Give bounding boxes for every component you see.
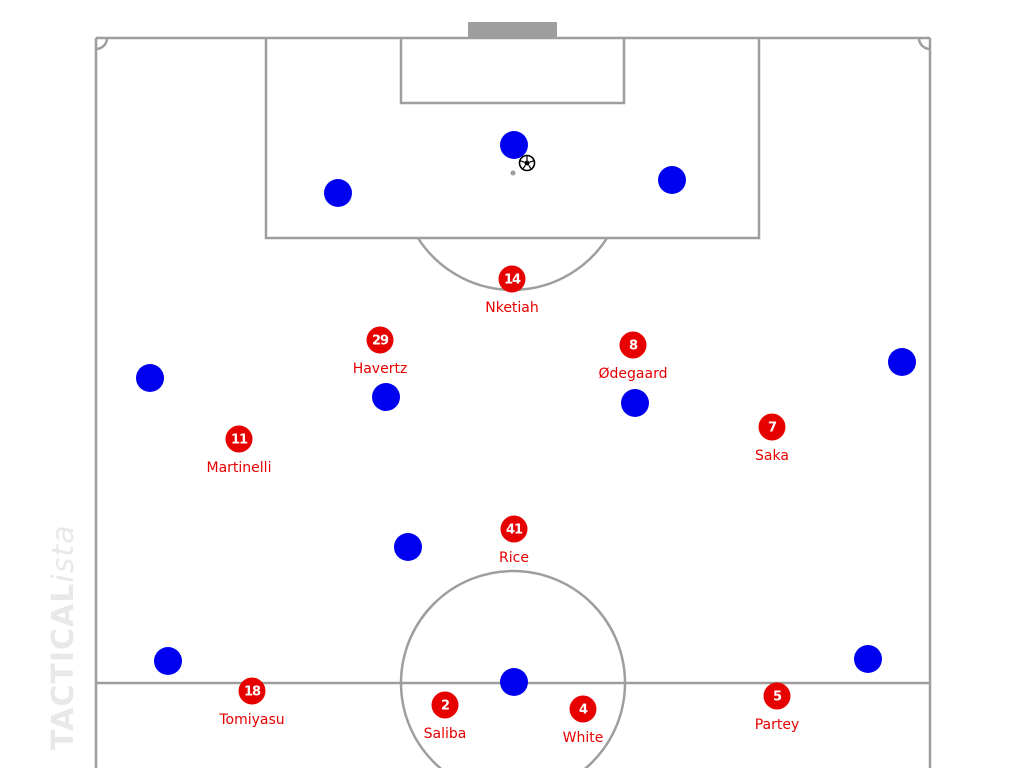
home-player-number: 7 xyxy=(768,421,777,436)
penalty-spot xyxy=(510,170,516,176)
away-player-marker xyxy=(394,533,422,561)
home-player-name: Nketiah xyxy=(485,300,539,316)
home-player-name: Havertz xyxy=(353,361,408,377)
home-player-marker xyxy=(758,413,786,441)
goal-area xyxy=(399,38,626,105)
home-player-name: Saliba xyxy=(424,726,467,742)
home-player-marker xyxy=(569,695,597,723)
home-player-number: 41 xyxy=(506,523,523,538)
away-player-marker xyxy=(854,645,882,673)
home-player-name: Rice xyxy=(499,550,529,566)
home-player-marker xyxy=(619,331,647,359)
home-player-name: Partey xyxy=(755,717,800,733)
goal xyxy=(468,22,557,38)
home-player-marker xyxy=(431,691,459,719)
centre-circle xyxy=(399,569,627,768)
home-player-number: 29 xyxy=(372,334,389,349)
home-player-marker xyxy=(498,265,526,293)
home-player-name: Martinelli xyxy=(207,460,272,476)
watermark-text-italic: ista xyxy=(46,524,81,583)
home-player-number: 2 xyxy=(441,699,449,714)
home-player-number: 4 xyxy=(579,703,588,718)
away-player-marker xyxy=(154,647,182,675)
home-player-number: 14 xyxy=(504,273,521,288)
home-player-marker xyxy=(763,682,791,710)
corner-arc-right xyxy=(917,37,931,51)
away-player-marker xyxy=(500,668,528,696)
home-player-number: 8 xyxy=(629,339,638,354)
away-player-marker xyxy=(324,179,352,207)
home-player-name: Tomiyasu xyxy=(218,712,284,728)
home-player-marker xyxy=(225,425,253,453)
home-player-name: Saka xyxy=(755,448,789,464)
soccer-ball-icon xyxy=(518,154,536,172)
away-player-marker xyxy=(621,389,649,417)
home-player-number: 18 xyxy=(244,685,261,700)
away-player-marker xyxy=(500,131,528,159)
away-player-marker xyxy=(888,348,916,376)
watermark-text-bold: TACTICAL xyxy=(46,582,81,750)
corner-arc-left xyxy=(95,37,109,51)
home-player-marker xyxy=(366,326,394,354)
away-team xyxy=(136,131,916,696)
away-player-marker xyxy=(658,166,686,194)
home-player-name: White xyxy=(563,730,604,746)
away-player-marker xyxy=(136,364,164,392)
away-player-marker xyxy=(372,383,400,411)
home-player-marker xyxy=(500,515,528,543)
home-player-number: 11 xyxy=(231,433,248,448)
home-player-number: 5 xyxy=(773,690,782,705)
watermark-logo: TACTICALista xyxy=(46,525,81,750)
home-player-marker xyxy=(238,677,266,705)
home-player-name: Ødegaard xyxy=(599,366,668,382)
penalty-area xyxy=(264,38,761,240)
